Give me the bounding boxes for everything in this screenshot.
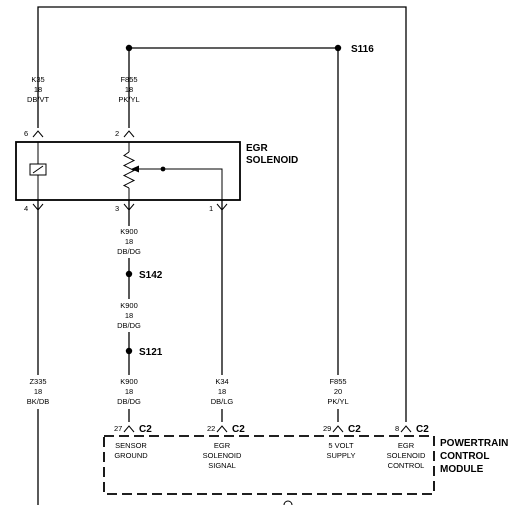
pcm-func-sensor-ground: SENSOR GROUND bbox=[114, 441, 148, 460]
svg-text:DB/DG: DB/DG bbox=[117, 321, 141, 330]
pcm-func-egr-solenoid-signal: EGR SOLENOID SIGNAL bbox=[203, 441, 242, 470]
svg-text:C2: C2 bbox=[416, 424, 429, 435]
svg-text:K900: K900 bbox=[120, 227, 138, 236]
pcm-pin-8: 8 C2 bbox=[395, 424, 429, 435]
splice-dot-s142 bbox=[125, 270, 133, 278]
svg-text:18: 18 bbox=[125, 311, 133, 320]
svg-text:PK/YL: PK/YL bbox=[118, 95, 139, 104]
svg-text:18: 18 bbox=[218, 387, 226, 396]
splice-dot-s121 bbox=[125, 347, 133, 355]
svg-text:DB/LG: DB/LG bbox=[211, 397, 234, 406]
svg-text:18: 18 bbox=[125, 387, 133, 396]
svg-text:SOLENOID: SOLENOID bbox=[387, 451, 426, 460]
wire-label-z335: Z335 18 BK/DB bbox=[27, 377, 50, 406]
wire-label-k35: K35 18 DB/VT bbox=[27, 75, 50, 104]
pcm-connector-mark-27 bbox=[123, 425, 135, 433]
wire-label-k900-a: K900 18 DB/DG bbox=[117, 227, 141, 256]
svg-text:EGR: EGR bbox=[398, 441, 415, 450]
splice-label-s142: S142 bbox=[139, 270, 163, 281]
pcm-func-egr-solenoid-control: EGR SOLENOID CONTROL bbox=[387, 441, 426, 470]
svg-text:K34: K34 bbox=[215, 377, 228, 386]
wire-label-f855-top: F855 18 PK/YL bbox=[118, 75, 139, 104]
wire-label-k34: K34 18 DB/LG bbox=[211, 377, 234, 406]
svg-text:EGR: EGR bbox=[214, 441, 231, 450]
wire-k35-loop bbox=[37, 6, 407, 422]
svg-text:GROUND: GROUND bbox=[114, 451, 148, 460]
wire-label-f855-bottom: F855 20 PK/YL bbox=[327, 377, 348, 406]
pcm-module-label: POWERTRAIN CONTROL MODULE bbox=[440, 438, 508, 475]
svg-text:K900: K900 bbox=[120, 301, 138, 310]
pcm-pin-29: 29 C2 bbox=[323, 424, 361, 435]
pcm-pin-27: 27 C2 bbox=[114, 424, 152, 435]
pcm-func-5-volt-supply: 5 VOLT SUPPLY bbox=[326, 441, 355, 460]
svg-text:F855: F855 bbox=[329, 377, 346, 386]
egr-solenoid-box bbox=[15, 141, 241, 201]
wire-label-k900-b: K900 18 DB/DG bbox=[117, 301, 141, 330]
svg-text:MODULE: MODULE bbox=[440, 464, 484, 475]
svg-text:POWERTRAIN: POWERTRAIN bbox=[440, 438, 508, 449]
pin-label-2: 2 bbox=[115, 129, 119, 138]
pot-wiper-dot bbox=[160, 166, 166, 172]
pin-label-1: 1 bbox=[209, 204, 213, 213]
svg-text:18: 18 bbox=[34, 387, 42, 396]
connector-mark-pin6 bbox=[32, 130, 44, 138]
egr-solenoid-label: EGR SOLENOID bbox=[246, 143, 298, 166]
svg-text:PK/YL: PK/YL bbox=[327, 397, 348, 406]
svg-text:Z335: Z335 bbox=[29, 377, 46, 386]
svg-text:SOLENOID: SOLENOID bbox=[203, 451, 242, 460]
pin-label-3: 3 bbox=[115, 204, 119, 213]
connector-mark-pin2 bbox=[123, 130, 135, 138]
svg-text:18: 18 bbox=[34, 85, 42, 94]
svg-text:18: 18 bbox=[125, 85, 133, 94]
svg-text:SENSOR: SENSOR bbox=[115, 441, 147, 450]
pcm-module-box bbox=[103, 435, 435, 495]
svg-text:8: 8 bbox=[395, 424, 399, 433]
wire-label-k900-c: K900 18 DB/DG bbox=[117, 377, 141, 406]
svg-text:C2: C2 bbox=[232, 424, 245, 435]
pcm-connector-mark-29 bbox=[332, 425, 344, 433]
pot-wiper-arrow bbox=[131, 165, 139, 173]
pin-label-4: 4 bbox=[24, 204, 28, 213]
svg-text:DB/VT: DB/VT bbox=[27, 95, 50, 104]
splice-label-s116: S116 bbox=[351, 44, 374, 55]
svg-text:SOLENOID: SOLENOID bbox=[246, 155, 298, 166]
pin-label-6: 6 bbox=[24, 129, 28, 138]
svg-text:BK/DB: BK/DB bbox=[27, 397, 50, 406]
svg-text:SIGNAL: SIGNAL bbox=[208, 461, 236, 470]
solenoid-coil-slash bbox=[32, 165, 44, 174]
pot-resistor-zigzag bbox=[122, 151, 136, 189]
svg-text:K35: K35 bbox=[31, 75, 44, 84]
pot-wiper-line bbox=[138, 168, 223, 200]
svg-text:CONTROL: CONTROL bbox=[388, 461, 425, 470]
svg-text:22: 22 bbox=[207, 424, 215, 433]
svg-text:29: 29 bbox=[323, 424, 331, 433]
pcm-connector-mark-8 bbox=[400, 425, 412, 433]
svg-text:DB/DG: DB/DG bbox=[117, 247, 141, 256]
pcm-connector-mark-22 bbox=[216, 425, 228, 433]
pcm-pin-22: 22 C2 bbox=[207, 424, 245, 435]
svg-text:C2: C2 bbox=[139, 424, 152, 435]
svg-text:CONTROL: CONTROL bbox=[440, 451, 489, 462]
svg-text:18: 18 bbox=[125, 237, 133, 246]
svg-text:F855: F855 bbox=[120, 75, 137, 84]
svg-text:EGR: EGR bbox=[246, 143, 268, 154]
splice-label-s121: S121 bbox=[139, 347, 163, 358]
svg-text:SUPPLY: SUPPLY bbox=[326, 451, 355, 460]
svg-text:20: 20 bbox=[334, 387, 342, 396]
svg-text:C2: C2 bbox=[348, 424, 361, 435]
svg-text:K900: K900 bbox=[120, 377, 138, 386]
svg-text:DB/DG: DB/DG bbox=[117, 397, 141, 406]
svg-text:27: 27 bbox=[114, 424, 122, 433]
svg-text:5 VOLT: 5 VOLT bbox=[328, 441, 354, 450]
page-continuation-mark bbox=[283, 500, 293, 505]
